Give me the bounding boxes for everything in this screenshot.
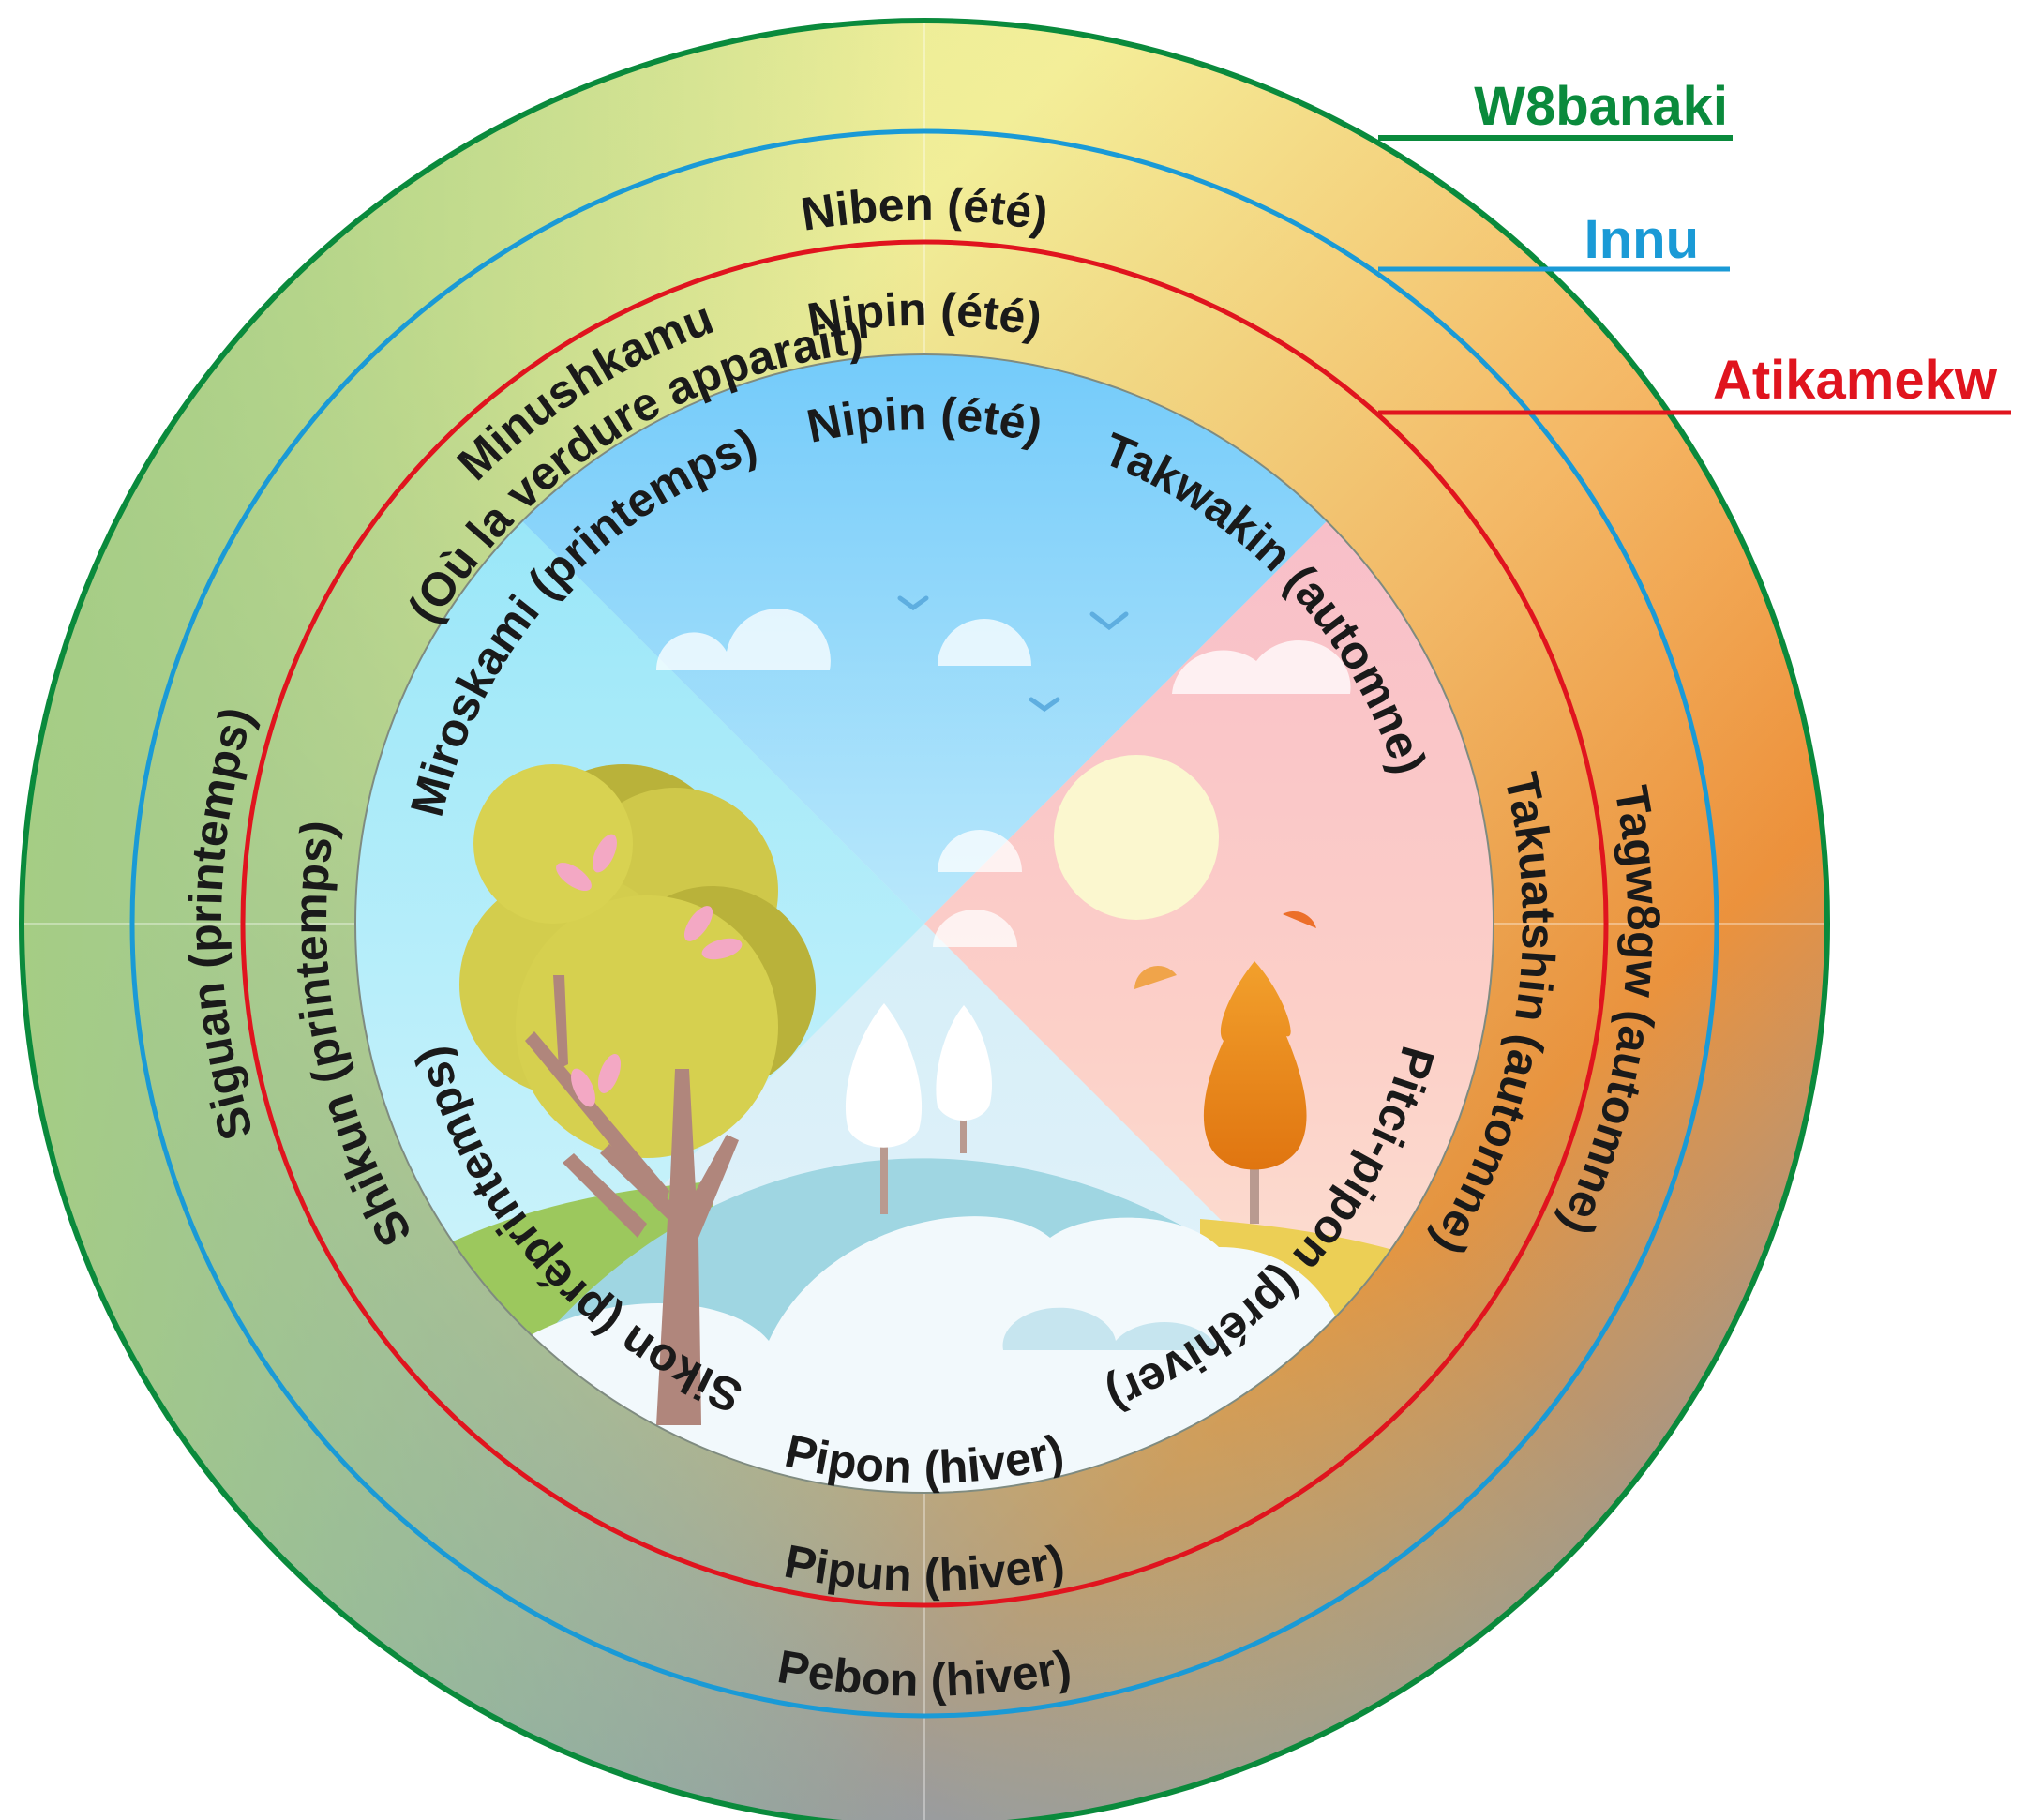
ring-atikamekw — [240, 239, 1609, 1608]
legend-w8banaki: W8banaki — [1474, 76, 1728, 137]
leaf — [1134, 965, 1177, 989]
summer-sky — [355, 354, 1494, 924]
w8banaki-summer-label: Niben (été) — [798, 178, 1052, 241]
seasons-scene — [355, 354, 1494, 1493]
legend-atikamekw: Atikamekw — [1713, 350, 1998, 411]
birds — [897, 595, 1129, 713]
spring-tree — [459, 764, 816, 1425]
clouds — [655, 609, 1351, 947]
leaf — [1283, 910, 1316, 928]
sun — [1054, 755, 1219, 920]
ring-innu — [129, 128, 1719, 1719]
legend-innu: Innu — [1584, 209, 1699, 270]
inner-scene-border — [354, 353, 1494, 1494]
autumn-tree — [1203, 961, 1307, 1224]
ring-w8banaki — [19, 18, 1830, 1820]
snow-cloud — [1002, 1307, 1219, 1350]
autumn-sky — [924, 354, 1494, 1493]
snow-drifts — [506, 1216, 1350, 1493]
winter-trees — [845, 1003, 992, 1214]
